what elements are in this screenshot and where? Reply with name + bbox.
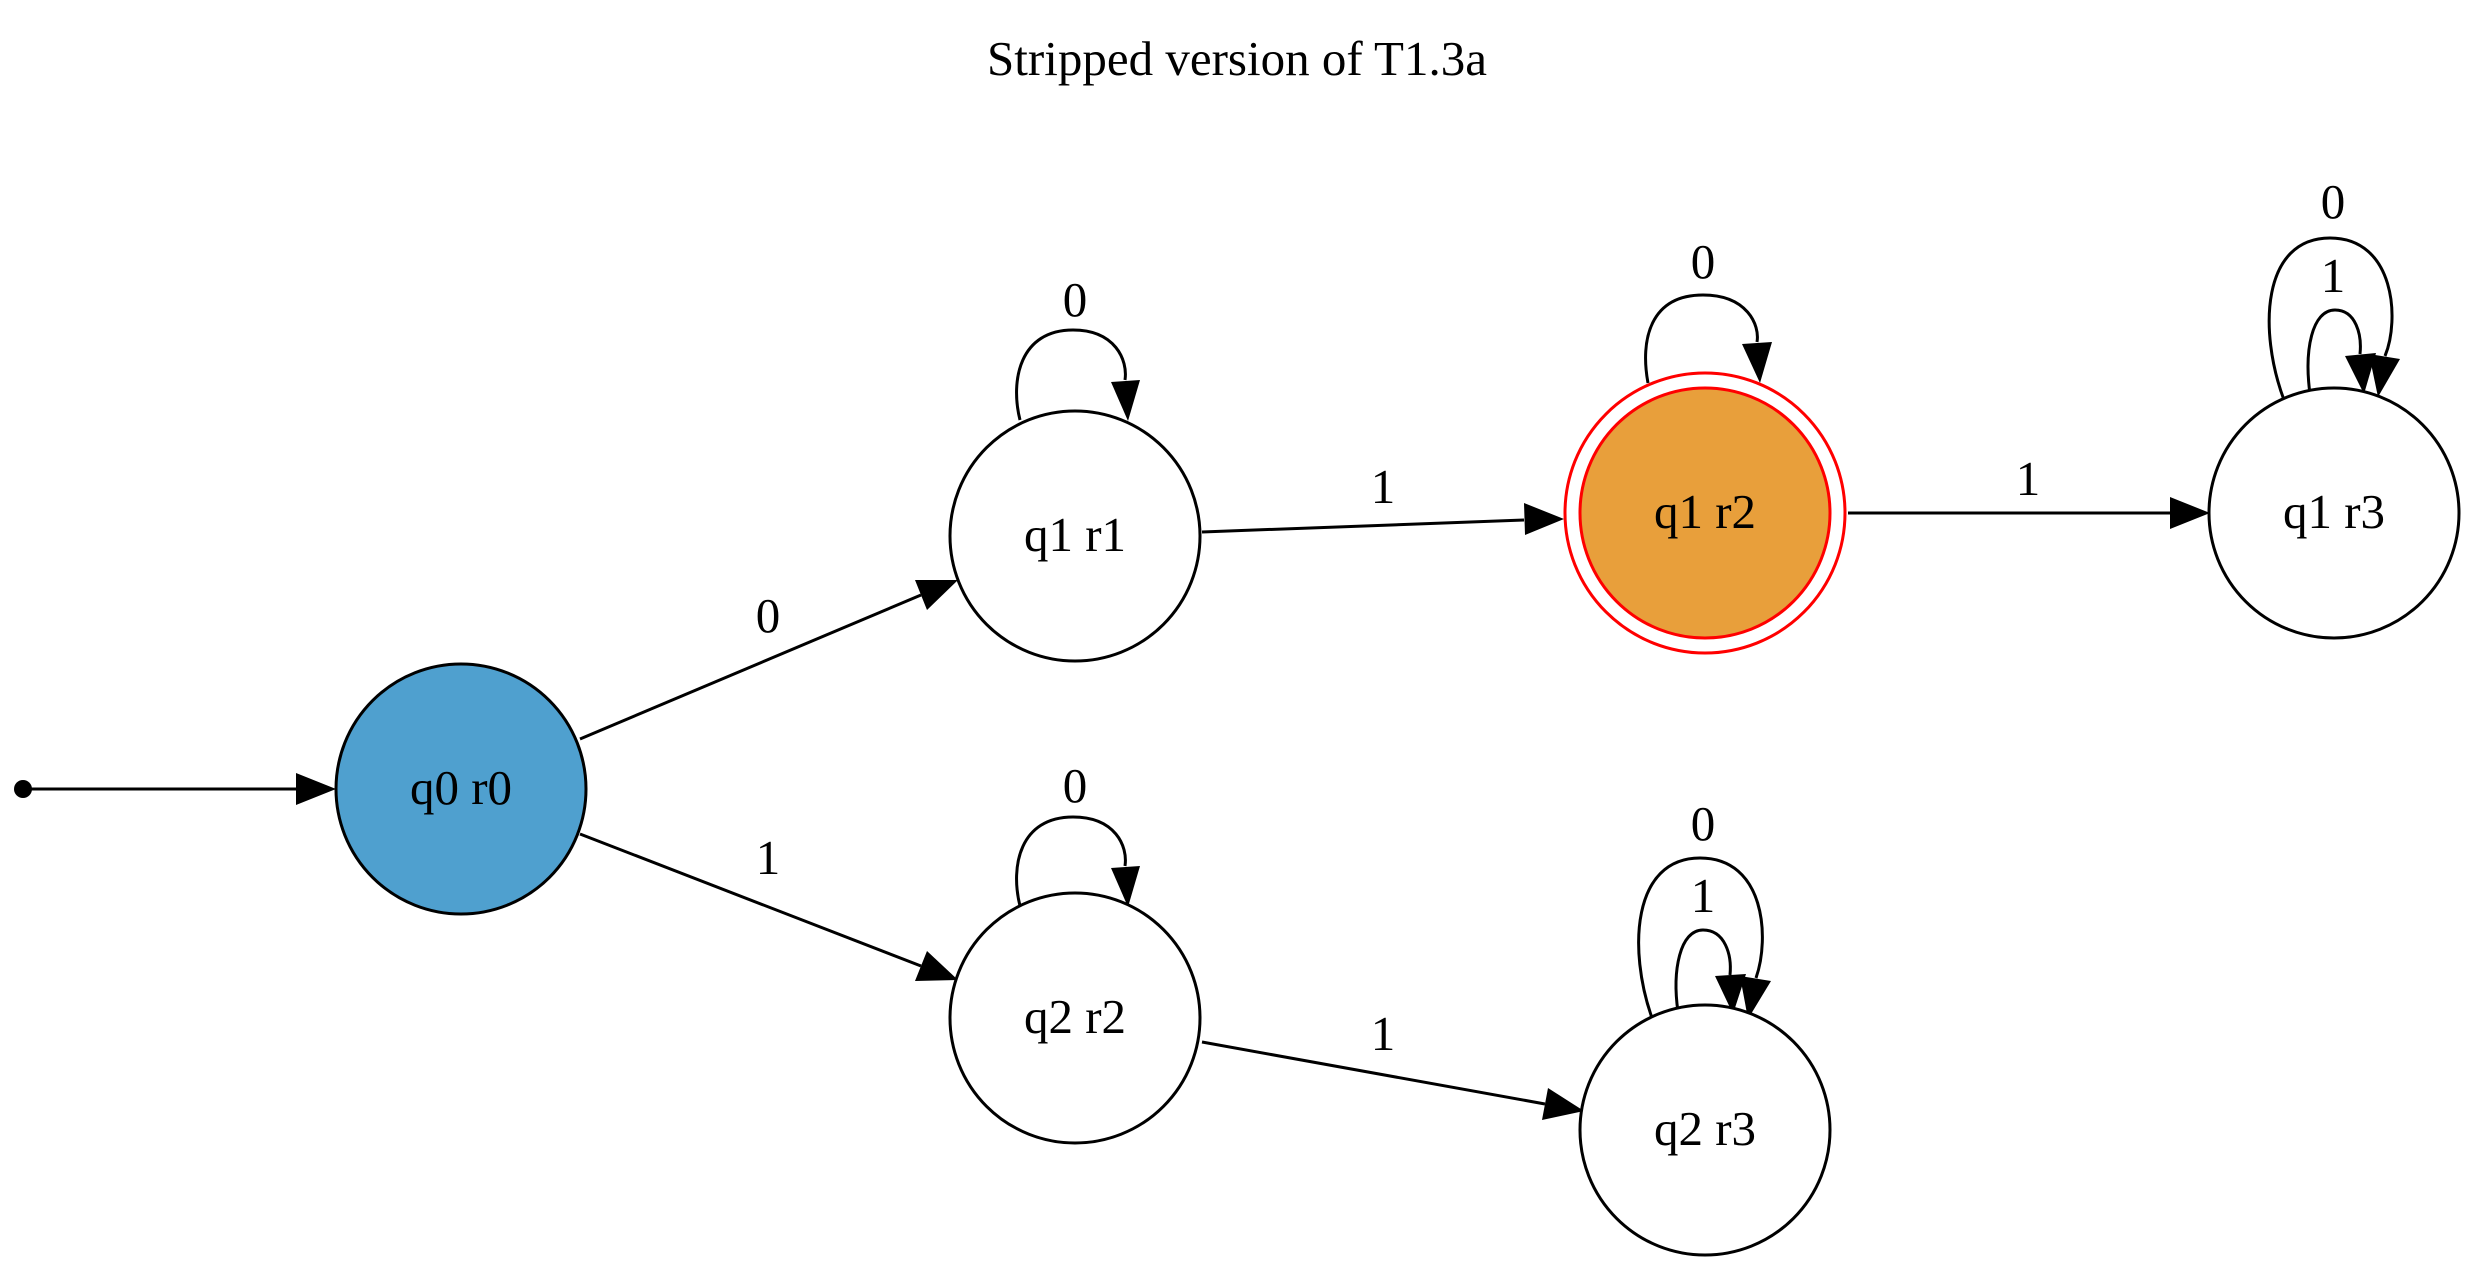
state-q1r3: q1 r3 — [2207, 386, 2461, 640]
edge-label: 0 — [1063, 758, 1088, 813]
diagram-title: Stripped version of T1.3a — [987, 31, 1487, 86]
edge-q1r1-q1r2: 1 — [1201, 459, 1564, 535]
state-q1r1: q1 r1 — [948, 409, 1202, 663]
start-arrow — [14, 773, 336, 805]
edge-q1r2-q1r3: 1 — [1848, 451, 2210, 529]
edge-label: 1 — [1371, 1006, 1396, 1061]
state-q0r0: q0 r0 — [334, 662, 588, 916]
state-q1r2: q1 r2 — [1563, 371, 1847, 655]
loop-q1r3-inner: 1 — [2306, 248, 2376, 395]
loop-q2r2: 0 — [1015, 758, 1140, 907]
edge-label: 1 — [2016, 451, 2041, 506]
state-label: q2 r2 — [1024, 989, 1126, 1044]
edge-label: 1 — [1371, 459, 1396, 514]
edge-label: 1 — [2321, 248, 2346, 303]
state-q2r3: q2 r3 — [1578, 1003, 1832, 1257]
state-label: q1 r1 — [1024, 507, 1126, 562]
state-q2r2: q2 r2 — [948, 891, 1202, 1145]
loop-q2r3-outer: 0 — [1637, 796, 1771, 1019]
edge-label: 0 — [1691, 234, 1716, 289]
state-label: q0 r0 — [410, 760, 512, 815]
edge-label: 0 — [756, 588, 781, 643]
accept-ring — [1563, 371, 1847, 655]
edge-q0r0-q1r1: 0 — [579, 580, 958, 741]
loop-q1r1: 0 — [1015, 272, 1140, 421]
edge-label: 0 — [1063, 272, 1088, 327]
state-label: q1 r3 — [2283, 484, 2385, 539]
state-label: q2 r3 — [1654, 1101, 1756, 1156]
edge-label: 0 — [1691, 796, 1716, 851]
loop-q1r2: 0 — [1644, 234, 1772, 384]
edge-label: 1 — [756, 830, 781, 885]
state-label: q1 r2 — [1654, 484, 1756, 539]
edge-q0r0-q2r2: 1 — [579, 830, 958, 981]
loop-q1r3-outer: 0 — [2267, 174, 2400, 401]
edge-label: 0 — [2321, 174, 2346, 229]
edge-label: 1 — [1691, 868, 1716, 923]
loop-q2r3-inner: 1 — [1674, 868, 1746, 1014]
edge-q2r2-q2r3: 1 — [1201, 1006, 1584, 1120]
